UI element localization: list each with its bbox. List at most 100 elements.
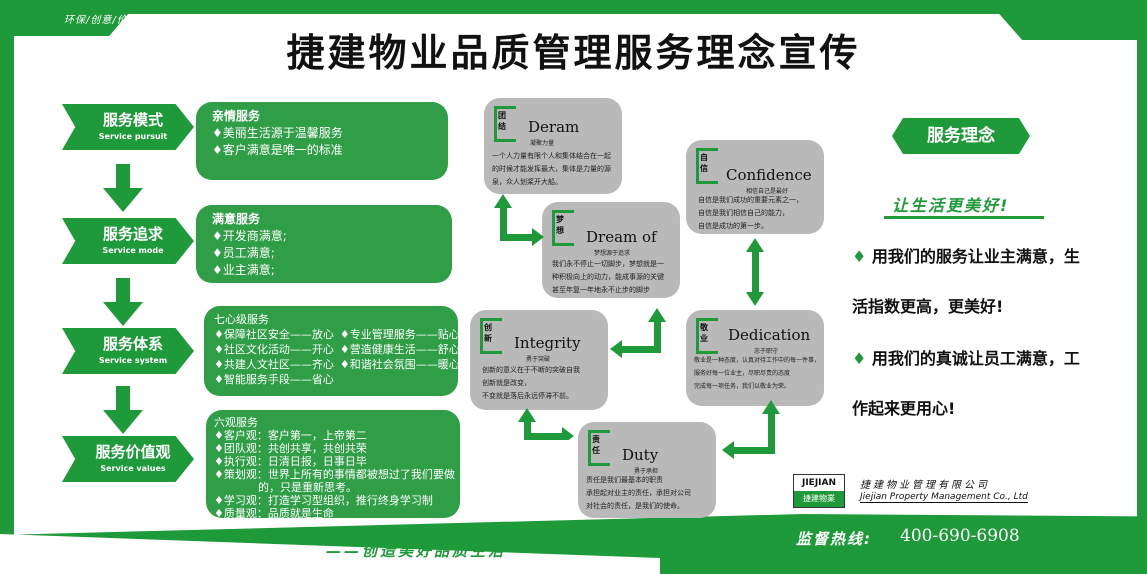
arrow-deram-to-dream [494,194,544,246]
pledge-line: 活指数更高，更美好! [852,297,1004,316]
step-service-mode: 服务追求 Service mode [62,218,194,264]
box-item: ♦团队观：共创共享，共创共荣 [214,442,367,455]
card-body-line: 种积极向上的动力，能成事源的关键 [552,273,664,281]
card-body-line: 自信是我们相信自己的能力， [698,209,789,217]
logo-text-en: JIEJIAN [801,478,837,488]
card-cn-label: 责任 [592,435,600,455]
box-item: ♦营造健康生活——舒心 [339,343,460,356]
step-label-cn: 服务体系 [102,335,163,353]
pledge-line: 用我们的真诚让员工满意，工 [871,349,1080,368]
box-item: ♦美丽生活源于温馨服务 [212,126,343,140]
card-body-line: 的时候才能发挥最大，集体是力量的源 [492,165,611,173]
card-body: 敬业是一种态度，认真对待工作中的每一件事， 服务好每一位业主，尽职尽责的态度 完… [694,354,820,393]
page-title: 捷建物业品质管理服务理念宣传 [286,31,861,75]
card-body-line: 完成每一项任务，我们以敬业为荣。 [694,383,791,390]
card-cn-label: 敬业 [700,323,708,343]
card-body-line: 不变就是落后永远停滞不前。 [482,392,573,400]
card-body: 我们永不停止一切脚步，梦想就是一 种积极向上的动力，能成事源的关键 甚至年复一年… [552,258,664,297]
card-cn-label: 自信 [700,153,708,173]
down-arrow-3 [103,386,143,436]
step-label-en: Service system [98,356,168,365]
card-body: 一个人力量有限个人和集体结合在一起 的时候才能发挥最大，集体是力量的源 泉，众人… [492,150,611,189]
step-label-en: Service pursuit [98,132,168,141]
box-item: ♦执行观：日清日报，日事日毕 [214,455,367,468]
frame-right-border [1137,0,1147,574]
slogan-underline [884,216,1044,219]
logo-text-cn: 捷建物業 [794,491,844,507]
frame-left-border [0,0,14,574]
footer-slogan: ——创造美好品质生活 [326,542,507,560]
card-dedication: 敬业 Dedication 忠于职守 敬业是一种态度，认真对待工作中的每一件事，… [686,310,824,406]
box-col-left: ♦保障社区安全——放心 ♦社区文化活动——开心 ♦共建人文社区——齐心 ♦智能服… [214,327,334,387]
box-head: 六观服务 [214,416,258,429]
card-body-line: 自信是成功的第一步。 [698,222,768,230]
box-item: ♦员工满意; [212,246,275,260]
card-en-title: Dream of [586,228,657,246]
box-head: 七心级服务 [214,313,269,326]
card-body-line: 敬业是一种态度，认真对待工作中的每一件事， [694,357,821,364]
pledge-line: 作起来更用心! [852,399,956,418]
box-item: ♦业主满意; [212,263,275,277]
step-service-system: 服务体系 Service system [62,328,194,374]
card-subtitle: 勇于突破 [526,356,551,363]
card-body-line: 服务好每一位业主，尽职尽责的态度 [694,370,791,377]
card-body: 创新的意义在于不断的突破自我 创新就是改变， 不变就是落后永远停滞不前。 [482,364,580,403]
tab-left-text: 环保/创意/价值 [64,15,139,26]
diamond-icon: ♦ [852,349,867,368]
card-en-title: Integrity [514,334,581,352]
card-body-line: 自信是我们成功的重要元素之一， [698,196,803,204]
card-body-line: 对社会的责任，是我们的使命。 [586,502,684,510]
service-concept-badge: 服务理念 [892,118,1030,154]
card-confidence: 自信 Confidence 相信自己是最好 自信是我们成功的重要元素之一， 自信… [686,140,824,234]
card-subtitle: 相信自己是最好 [746,188,789,195]
card-cn-label: 梦想 [556,215,564,235]
card-cn-label: 创新 [484,323,492,343]
card-cn-label: 团结 [498,111,506,131]
arrow-dedication-to-duty [722,400,780,459]
box-affection-service: 亲情服务 ♦美丽生活源于温馨服务 ♦客户满意是唯一的标准 [196,102,448,180]
card-subtitle: 凝聚力量 [530,140,555,147]
frame-top-border [0,0,1147,14]
box-item: ♦智能服务手段——省心 [214,373,334,386]
box-satisfaction-service: 满意服务 ♦开发商满意; ♦员工满意; ♦业主满意; [196,205,452,283]
card-deram: 团结 Deram 凝聚力量 一个人力量有限个人和集体结合在一起 的时候才能发挥最… [484,98,622,194]
step-label-cn: 服务价值观 [95,443,171,461]
card-body-line: 泉，众人划桨开大船。 [492,178,562,186]
card-subtitle: 梦想源于追求 [594,250,631,257]
box-item: ♦客户满意是唯一的标准 [212,143,343,157]
card-integrity: 创新 Integrity 勇于突破 创新的意义在于不断的突破自我 创新就是改变，… [470,310,608,410]
card-en-title: Duty [622,446,659,464]
pledge-staff: ♦ 用我们的真诚让员工满意，工 作起来更用心! [852,348,1080,420]
card-subtitle: 勇于承担 [634,468,659,475]
box-item: ♦专业管理服务——贴心 [339,328,460,341]
diamond-icon: ♦ [852,247,867,266]
box-item: ♦学习观：打造学习型组织，推行终身学习制 [214,494,433,507]
step-service-pursuit: 服务模式 Service pursuit [62,104,194,150]
box-seven-heart-service: 七心级服务 ♦保障社区安全——放心 ♦社区文化活动——开心 ♦共建人文社区——齐… [204,306,460,396]
step-label-cn: 服务追求 [102,225,163,243]
box-item: ♦质量观：品质就是生命 [214,507,334,520]
step-label-cn: 服务模式 [102,111,163,129]
box-head: 亲情服务 [212,109,261,123]
company-name-cn: 捷建物业管理有限公司 [860,480,990,491]
card-body-line: 甚至年复一年地永不止步的脚步 [552,286,650,294]
connector-arrows-left [494,194,666,440]
box-item: ♦开发商满意; [212,229,287,243]
pledge-line: 用我们的服务让业主满意，生 [871,247,1080,266]
slogan-text: 让生活更美好! [892,196,1010,215]
pledge-owner: ♦ 用我们的服务让业主满意，生 活指数更高，更美好! [852,246,1080,318]
box-item: 的，只是重新思考。 [214,481,357,494]
box-item: ♦策划观：世界上所有的事情都被想过了我们要做 [214,468,455,481]
arrow-confidence-dedication [746,238,764,306]
card-duty: 责任 Duty 勇于承担 责任是我们最基本的职责 承担起对业主的责任，承担对公司… [578,422,716,518]
box-col-right: ♦专业管理服务——贴心 ♦营造健康生活——舒心 ♦和谐社会氛围——暖心 [340,327,460,387]
down-arrow-2 [103,278,143,328]
card-body-line: 我们永不停止一切脚步，梦想就是一 [552,260,664,268]
box-head: 满意服务 [212,212,261,226]
card-body-line: 创新的意义在于不断的突破自我 [482,366,580,374]
card-subtitle: 忠于职守 [754,348,779,355]
company-name-en: Jiejian Property Management Co., Ltd [860,492,1028,503]
box-item: ♦保障社区安全——放心 [214,328,334,341]
connector-arrows-right [722,238,780,459]
card-en-title: Dedication [728,326,811,344]
